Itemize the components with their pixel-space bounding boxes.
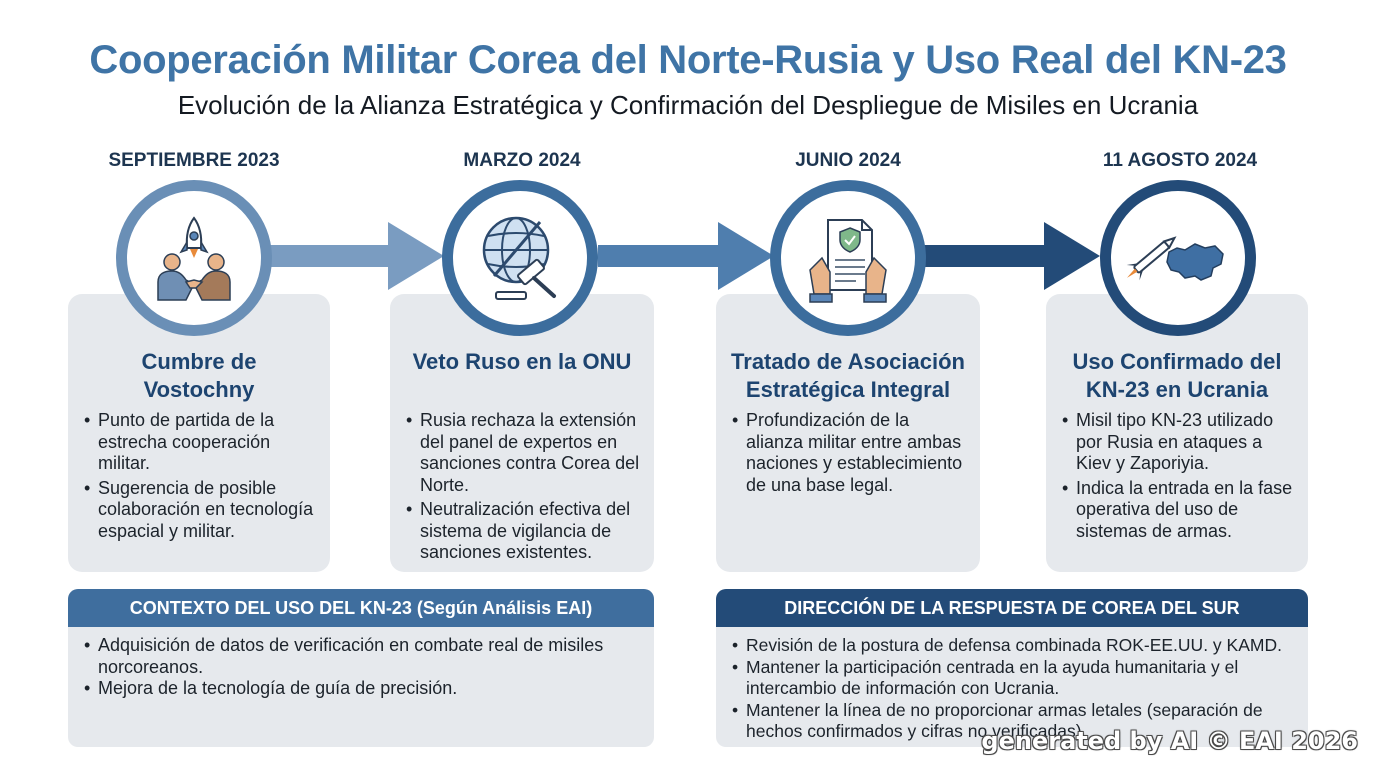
bullet: Mantener la participación centrada en la… xyxy=(732,657,1298,700)
timeline-arrow-2 xyxy=(598,222,774,290)
response-panel: DIRECCIÓN DE LA RESPUESTA DE COREA DEL S… xyxy=(716,589,1308,747)
bullet: Indica la entrada en la fase operativa d… xyxy=(1062,478,1298,543)
context-panel: CONTEXTO DEL USO DEL KN-23 (Según Anális… xyxy=(68,589,654,747)
timeline-card-2: Veto Ruso en la ONU Rusia rechaza la ext… xyxy=(390,294,654,572)
timeline-date-3: JUNIO 2024 xyxy=(795,150,901,171)
timeline-circle-2 xyxy=(442,180,598,336)
globe-gavel-icon xyxy=(482,216,556,300)
bullet: Neutralización efectiva del sistema de v… xyxy=(406,499,644,564)
bullet: Punto de partida de la estrecha cooperac… xyxy=(84,410,320,475)
card-title: Tratado de Asociación Estratégica Integr… xyxy=(731,349,965,402)
bullet: Misil tipo KN-23 utilizado por Rusia en … xyxy=(1062,410,1298,475)
timeline-date-2: MARZO 2024 xyxy=(463,150,581,171)
page-subtitle: Evolución de la Alianza Estratégica y Co… xyxy=(177,90,1199,120)
card-title: Cumbre de Vostochny xyxy=(141,349,257,402)
response-bullets: Revisión de la postura de defensa combin… xyxy=(716,627,1308,743)
timeline-circle-3 xyxy=(770,180,926,336)
card-title: Veto Ruso en la ONU xyxy=(412,349,632,374)
timeline-arrow-1 xyxy=(268,222,444,290)
bullet: Mantener la línea de no proporcionar arm… xyxy=(732,700,1298,743)
bullet: Adquisición de datos de verificación en … xyxy=(84,635,644,678)
response-panel-header: DIRECCIÓN DE LA RESPUESTA DE COREA DEL S… xyxy=(716,589,1308,627)
timeline-date-4: 11 AGOSTO 2024 xyxy=(1102,150,1258,171)
card-bullets: Profundización de la alianza militar ent… xyxy=(732,410,970,499)
bullet: Mejora de la tecnología de guía de preci… xyxy=(84,678,644,700)
card-title: Uso Confirmado del KN-23 en Ucrania xyxy=(1072,349,1282,402)
missile-ukraine-map-icon xyxy=(1126,236,1224,281)
context-panel-header: CONTEXTO DEL USO DEL KN-23 (Según Anális… xyxy=(68,589,654,627)
timeline-date-1: SEPTIEMBRE 2023 xyxy=(108,150,280,171)
rocket-handshake-icon xyxy=(157,216,231,301)
watermark: generated by AI © EAI 2026 xyxy=(981,727,1358,755)
timeline-card-4: Uso Confirmado del KN-23 en Ucrania Misi… xyxy=(1046,294,1308,572)
bullet: Revisión de la postura de defensa combin… xyxy=(732,635,1298,657)
treaty-document-icon xyxy=(809,219,887,303)
card-bullets: Punto de partida de la estrecha cooperac… xyxy=(84,410,320,545)
card-bullets: Rusia rechaza la extensión del panel de … xyxy=(406,410,644,567)
timeline-card-3: Tratado de Asociación Estratégica Integr… xyxy=(716,294,980,572)
page-title: Cooperación Militar Corea del Norte-Rusi… xyxy=(89,38,1287,82)
bullet: Rusia rechaza la extensión del panel de … xyxy=(406,410,644,496)
timeline-arrow-3 xyxy=(924,222,1100,290)
timeline-circle-1 xyxy=(116,180,272,336)
timeline-card-1: Cumbre de Vostochny Punto de partida de … xyxy=(68,294,330,572)
bullet: Sugerencia de posible colaboración en te… xyxy=(84,478,320,543)
card-bullets: Misil tipo KN-23 utilizado por Rusia en … xyxy=(1062,410,1298,545)
timeline-circle-4 xyxy=(1100,180,1256,336)
context-bullets: Adquisición de datos de verificación en … xyxy=(68,627,654,700)
bullet: Profundización de la alianza militar ent… xyxy=(732,410,970,496)
